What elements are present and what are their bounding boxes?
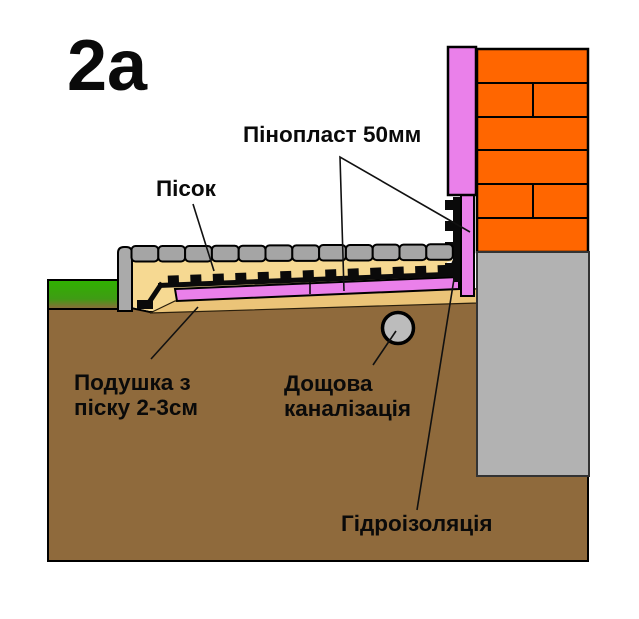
drain-pipe	[380, 310, 416, 346]
label-drain-line1: Дощова	[284, 371, 373, 396]
membrane-stud	[325, 269, 337, 278]
paving-stone	[318, 244, 347, 262]
grass-strip	[47, 279, 119, 310]
membrane-sheet	[453, 197, 461, 282]
leader-sand	[192, 203, 215, 272]
membrane-stud	[235, 272, 247, 281]
label-sand: Пісок	[156, 176, 217, 201]
label-cushion-line2: піску 2-3см	[74, 395, 198, 420]
leader-waterproofing	[416, 278, 455, 511]
brick-wall	[475, 47, 590, 254]
membrane-stud	[370, 267, 382, 276]
leader-drain	[372, 330, 397, 366]
paving-stone	[210, 244, 240, 263]
membrane-stud	[212, 273, 224, 282]
waterproofing-membrane-horizontal	[158, 264, 459, 288]
membrane-stud	[347, 268, 359, 277]
membrane-stud	[445, 200, 454, 210]
membrane-stud	[167, 275, 180, 284]
paving-stone	[264, 244, 294, 262]
foam-strip-vertical	[460, 194, 475, 297]
paving-stone	[425, 243, 454, 261]
foundation-block	[476, 251, 590, 477]
label-waterproofing: Гідроізоляція	[341, 511, 492, 536]
membrane-stud	[445, 221, 454, 231]
curb-stone	[117, 246, 133, 312]
figure-number: 2a	[67, 26, 148, 106]
paving-stone	[237, 244, 267, 263]
waterproofing-membrane-vertical	[445, 197, 461, 282]
label-foam: Пінопласт 50мм	[243, 122, 421, 147]
label-cushion-line1: Подушка з	[74, 370, 191, 395]
foam-panel-vertical	[446, 45, 478, 197]
membrane-stud	[302, 270, 314, 278]
leader-cushion	[150, 306, 199, 360]
leader-foam	[339, 155, 471, 292]
membrane-stud	[280, 270, 292, 279]
foam-board-horizontal	[173, 275, 460, 303]
paving-row	[130, 243, 454, 263]
membrane-stud	[190, 274, 202, 283]
paving-stone	[344, 244, 374, 262]
paving-stone	[157, 245, 187, 263]
paving-stone	[371, 243, 401, 262]
membrane-stud	[415, 265, 427, 274]
paving-stone	[398, 243, 428, 262]
label-drain-line2: каналізація	[284, 396, 411, 421]
membrane-stud	[445, 263, 454, 273]
membrane-stud	[392, 266, 404, 275]
membrane-stud	[137, 300, 153, 309]
paving-stone	[291, 244, 321, 262]
membrane-stud	[257, 271, 269, 280]
paving-stone	[130, 245, 160, 263]
membrane-sheet	[158, 271, 459, 288]
